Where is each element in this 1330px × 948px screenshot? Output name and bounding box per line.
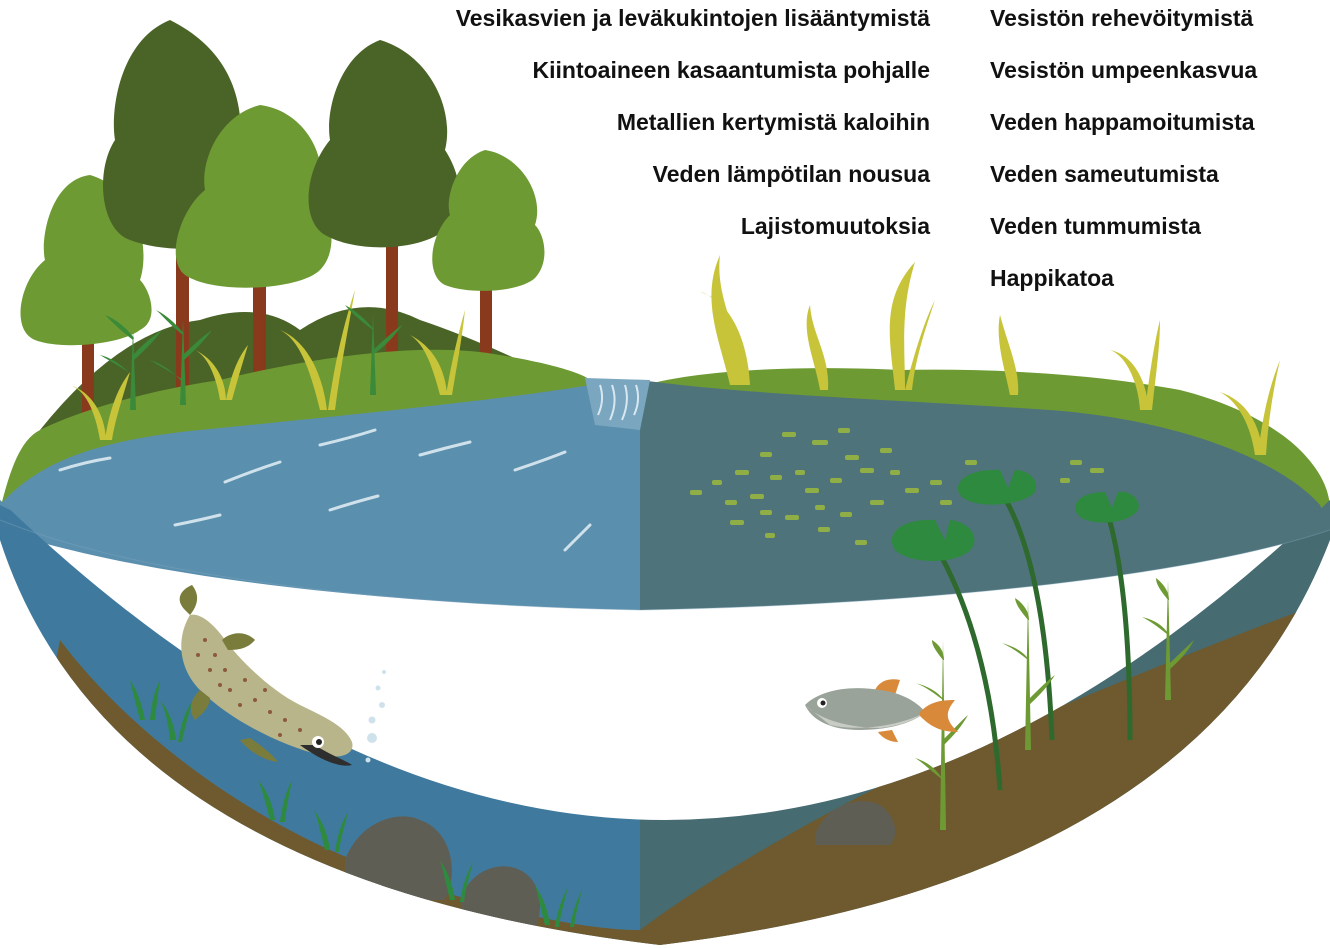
- right-effect-item: Vesistön umpeenkasvua: [990, 50, 1257, 102]
- right-effects-list: Vesistön rehevöitymistä Vesistön umpeenk…: [990, 0, 1257, 310]
- right-effect-item: Veden happamoitumista: [990, 102, 1257, 154]
- left-effect-item: Lajistomuutoksia: [456, 206, 930, 258]
- fish-icon: [805, 679, 958, 742]
- right-effect-item: Veden tummumista: [990, 206, 1257, 258]
- right-effect-item: Happikatoa: [990, 258, 1257, 310]
- left-effect-item: Veden lämpötilan nousua: [456, 154, 930, 206]
- left-effect-item: Metallien kertymistä kaloihin: [456, 102, 930, 154]
- left-effects-list: Vesikasvien ja leväkukintojen lisääntymi…: [456, 0, 930, 258]
- lake-bed: [640, 600, 1330, 948]
- waterfall-icon: [585, 378, 650, 430]
- left-effect-item: Vesikasvien ja leväkukintojen lisääntymi…: [456, 0, 930, 50]
- right-effect-item: Veden sameutumista: [990, 154, 1257, 206]
- left-effect-item: Kiintoaineen kasaantumista pohjalle: [456, 50, 930, 102]
- bubbles: [366, 670, 387, 763]
- right-effect-item: Vesistön rehevöitymistä: [990, 0, 1257, 50]
